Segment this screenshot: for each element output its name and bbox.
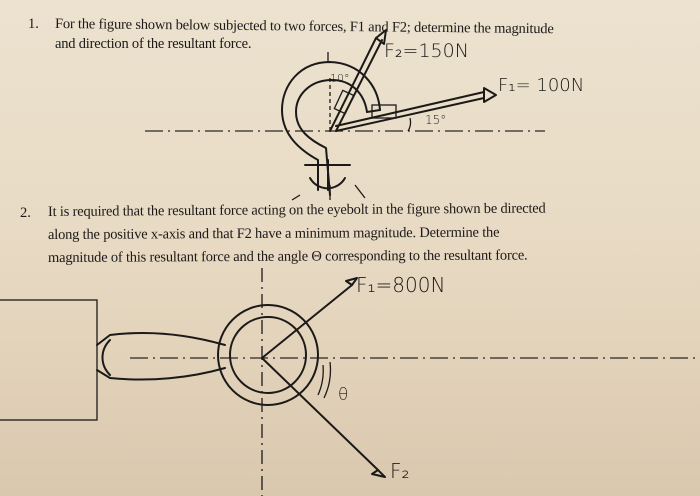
hatch-box-f2 (333, 89, 355, 115)
base-lines (291, 184, 366, 201)
angle-arcs (317, 361, 332, 399)
wall (0, 299, 98, 421)
f2-label: F₂=150N (384, 40, 469, 62)
eye-outer (217, 304, 319, 406)
angle-10-label: 10° (330, 72, 350, 85)
hook-inner-curve (295, 79, 368, 196)
shank-end (101, 339, 111, 376)
problem-1-text-line-2: and direction of the resultant force. (55, 36, 252, 52)
hook-tip (366, 109, 381, 113)
eyebolt-figure: F₁=800N θ F₂ (0, 268, 700, 496)
angle-arc-15 (407, 117, 412, 132)
hook-figure: F₂=150N F₁= 100N 10° 15° (145, 29, 584, 201)
f2-arrowhead (375, 29, 387, 45)
f1-label: F₁= 100N (498, 75, 584, 96)
eyebolt-shank (96, 332, 226, 381)
eye-inner (229, 316, 307, 394)
hook-base (304, 159, 351, 191)
f2-force-line (329, 37, 383, 132)
f2-arrowhead (371, 469, 386, 478)
theta-label: θ (338, 385, 348, 405)
f1-force-line (335, 91, 485, 132)
hatch-box-f1 (371, 104, 397, 119)
f2-label: F₂ (390, 459, 410, 483)
f2-force-line (261, 357, 379, 471)
problem-1-number: 1. (28, 16, 39, 32)
hook-outer-curve (281, 61, 381, 191)
problem-2-number: 2. (20, 205, 31, 221)
f1-label: F₁=800N (356, 273, 445, 297)
f1-force-line (261, 284, 353, 359)
f1-arrowhead (345, 277, 358, 286)
f1-arrowhead (483, 87, 497, 103)
angle-15-label: 15° (425, 113, 446, 127)
